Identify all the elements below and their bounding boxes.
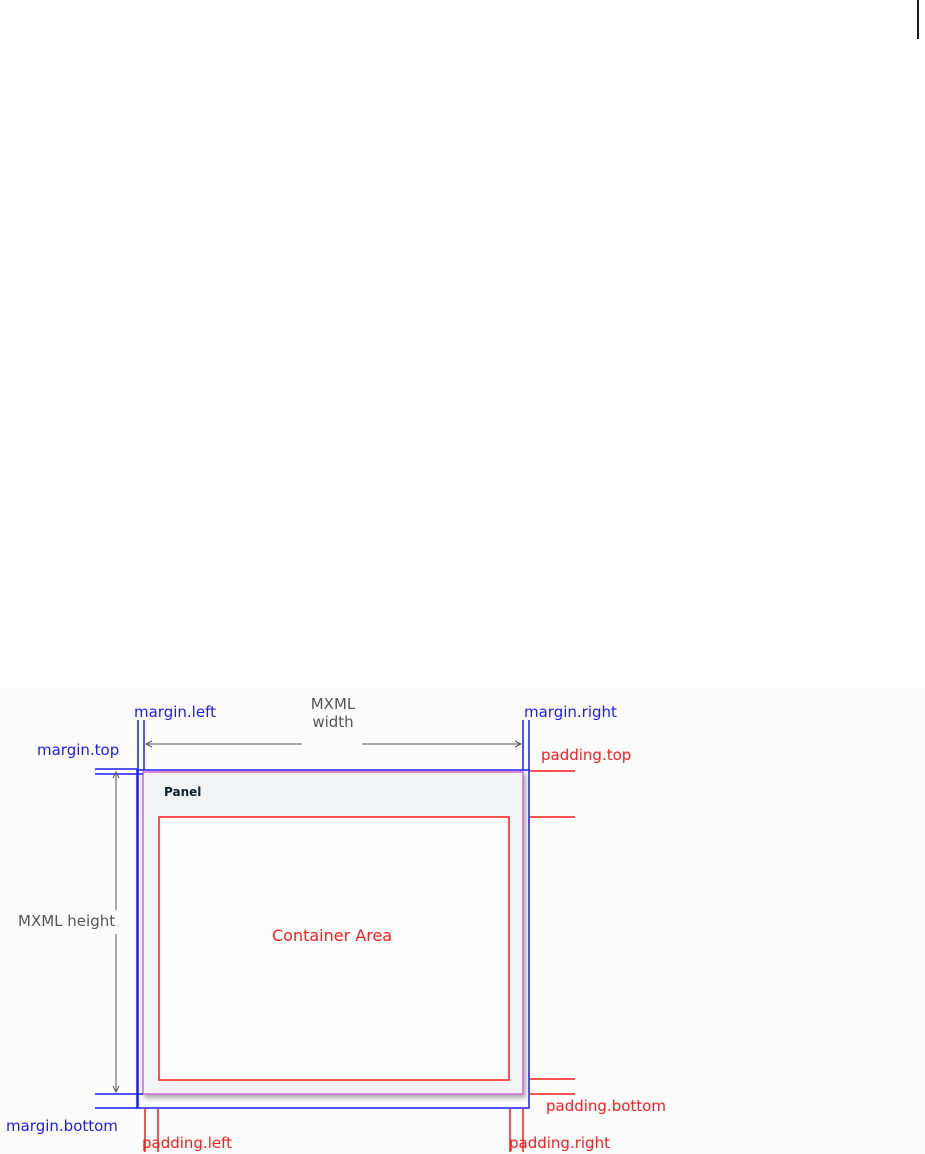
margin-bottom-label: margin.bottom (6, 1117, 118, 1135)
mxml-width-line2: width (312, 713, 354, 731)
layout-diagram (95, 720, 575, 1152)
mxml-width-line1: MXML (310, 695, 356, 713)
panel-title: Panel (164, 785, 202, 799)
container-area (158, 816, 510, 1081)
padding-bottom-label: padding.bottom (546, 1097, 666, 1115)
container-area-label: Container Area (272, 926, 393, 945)
text-cursor (917, 0, 919, 39)
mxml-height-label: MXML height (18, 912, 116, 930)
margin-box (136, 769, 530, 1109)
padding-left-label: padding.left (142, 1134, 233, 1152)
padding-top-label: padding.top (541, 746, 632, 764)
margin-top-label: margin.top (37, 741, 120, 759)
margin-right-label: margin.right (524, 703, 617, 721)
mxml-width-label: MXML width (301, 695, 365, 731)
margin-left-label: margin.left (134, 703, 216, 721)
padding-right-label: padding.right (509, 1134, 610, 1152)
